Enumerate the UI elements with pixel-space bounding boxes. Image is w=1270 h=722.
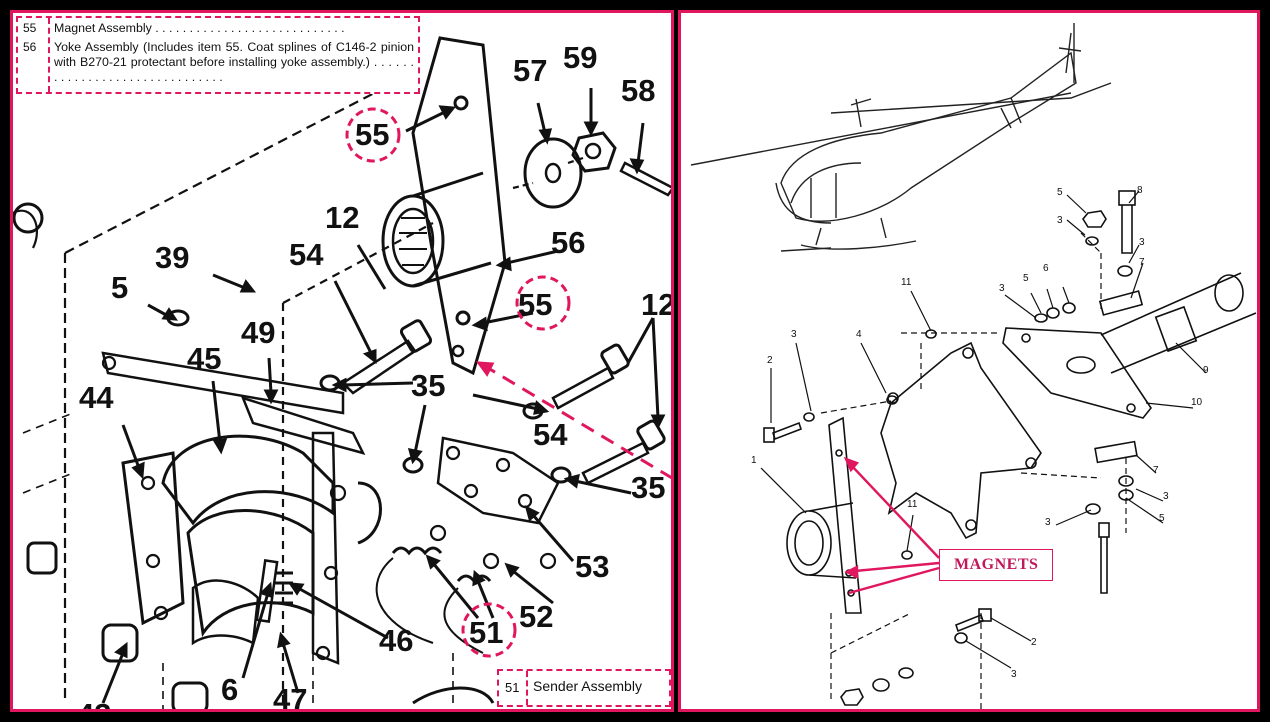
r-label-7-bottom: 7 <box>1153 465 1159 476</box>
label-56: 56 <box>551 225 585 260</box>
legend-num-56: 56 <box>23 40 37 54</box>
r-label-10: 10 <box>1191 397 1203 408</box>
r-label-8: 8 <box>1137 185 1143 196</box>
pin-58 <box>619 161 671 197</box>
label-52: 52 <box>519 599 553 634</box>
magnets-callout-label: MAGNETS <box>954 556 1039 573</box>
label-55-top: 55 <box>355 117 389 152</box>
label-43: 43 <box>77 697 111 712</box>
r-label-3-d: 3 <box>791 329 797 340</box>
label-45: 45 <box>187 341 221 376</box>
r-label-11-bottom: 11 <box>907 499 918 510</box>
legend-bottom: 51 Sender Assembly <box>497 669 671 707</box>
spring-46 <box>273 571 293 605</box>
label-54-right: 54 <box>533 417 568 452</box>
bolt-54-right-low <box>581 441 650 485</box>
label-54-left: 54 <box>289 237 324 272</box>
r-label-7-top: 7 <box>1139 257 1145 268</box>
r-label-9: 9 <box>1203 365 1209 376</box>
label-46: 46 <box>379 623 413 658</box>
plate-10 <box>1002 327 1152 419</box>
label-35-mid: 35 <box>411 368 445 403</box>
label-51: 51 <box>469 615 503 650</box>
label-5: 5 <box>111 270 128 305</box>
r-label-1: 1 <box>751 455 757 466</box>
legend-text-56: Yoke Assembly (Includes item 55. Coat sp… <box>54 40 414 84</box>
label-58: 58 <box>621 73 655 108</box>
label-39: 39 <box>155 240 189 275</box>
legend-top: 55 Magnet Assembly . . . . . . . . . . .… <box>16 16 420 94</box>
yoke-part-1 <box>828 416 862 614</box>
r-label-3-a: 3 <box>1057 215 1063 226</box>
washer-57 <box>523 137 583 209</box>
magnets-callout: MAGNETS <box>939 549 1054 581</box>
r-label-3-e: 3 <box>1163 491 1169 502</box>
right-exploded-diagram: 5 8 3 3 7 5 6 3 11 3 4 2 9 10 1 7 3 5 3 … <box>690 23 1257 709</box>
bracket-44 <box>121 451 185 626</box>
r-label-5-mid: 5 <box>1023 273 1029 284</box>
label-44: 44 <box>79 380 114 415</box>
block-49 <box>240 396 366 455</box>
r-label-3-c: 3 <box>999 283 1005 294</box>
yoke-plate <box>411 36 507 376</box>
arm-45 <box>101 351 345 415</box>
legend-num-51: 51 <box>505 680 520 695</box>
r-label-3-b: 3 <box>1139 237 1145 248</box>
left-diagram-panel: 55 57 59 58 12 56 39 54 55 12 5 49 45 35… <box>10 10 674 712</box>
r-label-3-g: 3 <box>1011 669 1017 680</box>
nut-59 <box>571 131 617 173</box>
left-exploded-diagram: 55 57 59 58 12 56 39 54 55 12 5 49 45 35… <box>13 36 674 712</box>
legend-num-55: 55 <box>23 21 37 35</box>
r-label-5-top: 5 <box>1057 187 1063 198</box>
r-label-11-top: 11 <box>901 277 912 288</box>
r-label-2-bottom: 2 <box>1031 637 1037 648</box>
r-label-3-f: 3 <box>1045 517 1051 528</box>
r-label-2-top: 2 <box>767 355 773 366</box>
r-label-4: 4 <box>856 329 862 340</box>
star-plate-4 <box>880 341 1042 540</box>
label-47: 47 <box>273 682 307 712</box>
label-55-mid: 55 <box>518 287 552 322</box>
label-49: 49 <box>241 315 275 350</box>
label-12-left: 12 <box>325 200 359 235</box>
label-57: 57 <box>513 53 547 88</box>
r-label-5-bottom: 5 <box>1159 513 1165 524</box>
label-35-right: 35 <box>631 470 665 505</box>
helicopter-illustration <box>690 23 1112 252</box>
label-59: 59 <box>563 40 597 75</box>
r-label-6: 6 <box>1043 263 1049 274</box>
legend-text-55: Magnet Assembly . . . . . . . . . . . . … <box>54 21 345 35</box>
sender-coil-a <box>391 546 443 556</box>
label-53: 53 <box>575 549 609 584</box>
label-6: 6 <box>221 672 238 707</box>
label-12-right: 12 <box>641 287 674 322</box>
right-diagram-panel: 5 8 3 3 7 5 6 3 11 3 4 2 9 10 1 7 3 5 3 … <box>678 10 1260 712</box>
legend-text-51: Sender Assembly <box>533 678 642 694</box>
bolt-54-right-top <box>551 366 615 410</box>
